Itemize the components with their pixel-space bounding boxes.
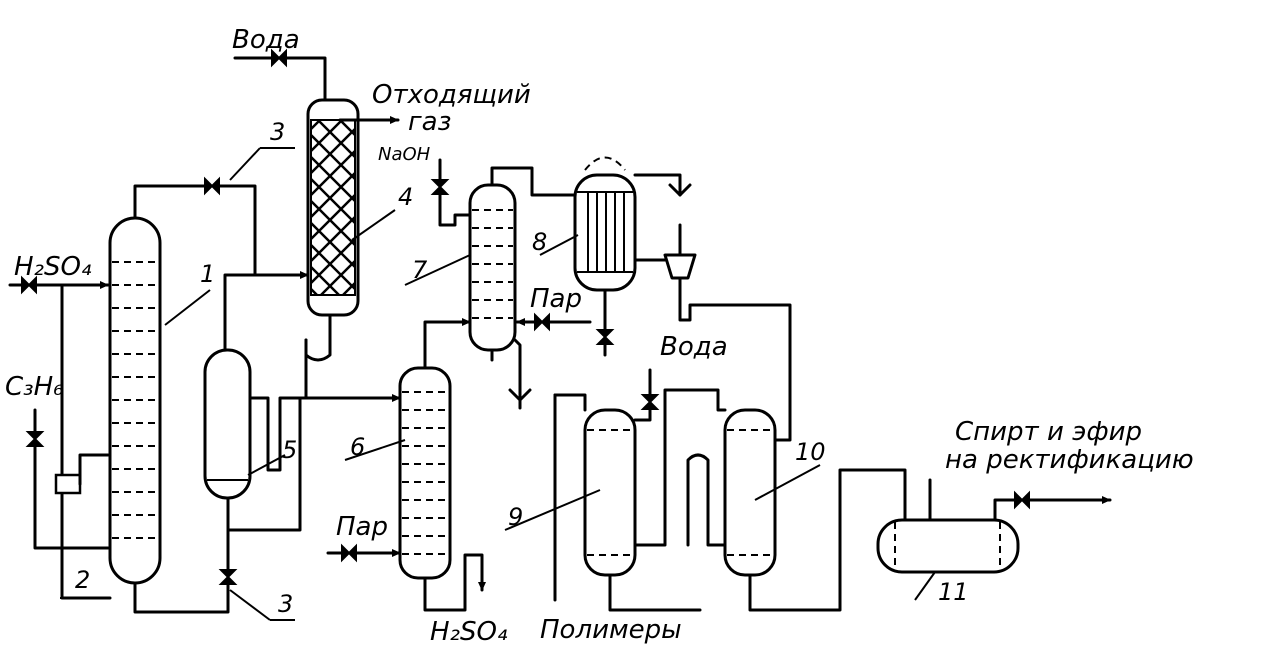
valve-h2so4: [21, 275, 37, 295]
label-naoh: NaOH: [378, 144, 431, 165]
valve-steam-7: [534, 312, 550, 332]
label-steam-6: Пар: [336, 512, 388, 542]
valve-naoh: [430, 179, 450, 195]
label-water-top: Вода: [232, 25, 300, 55]
label-product-2: на ректификацию: [945, 445, 1194, 475]
valve-c3h6: [25, 431, 45, 447]
number-1: 1: [200, 260, 215, 288]
condenser-8: [573, 156, 637, 292]
number-10: 10: [795, 438, 826, 466]
number-11: 11: [938, 578, 969, 606]
number-7: 7: [412, 256, 428, 284]
number-9: 9: [508, 503, 523, 531]
stripping-column-6: [398, 366, 452, 580]
valve-water-8: [595, 329, 615, 345]
label-h2so4-out: H₂SO₄: [430, 617, 508, 647]
number-2: 2: [75, 566, 90, 594]
equipment-numbers: 1 2 3 3 4 5 6 7 8 9 10 11: [75, 118, 969, 618]
valves: [21, 48, 1030, 585]
number-5: 5: [282, 436, 297, 464]
label-offgas-1: Отходящий: [372, 80, 531, 110]
phase-separator-funnel: [663, 253, 697, 297]
valve-product: [1014, 490, 1030, 510]
absorber-column-1: [108, 216, 162, 585]
number-4: 4: [398, 183, 413, 211]
valve-water-9: [640, 394, 660, 410]
label-steam-7: Пар: [530, 284, 582, 314]
number-3-top: 3: [270, 118, 285, 146]
label-product-1: Спирт и эфир: [955, 417, 1142, 447]
label-offgas-2: газ: [408, 107, 451, 137]
label-polymers: Полимеры: [540, 615, 682, 645]
label-water-mid: Вода: [660, 332, 728, 362]
labels: Вода Отходящий газ NaOH H₂SO₄ C₃H₆ Пар П…: [5, 25, 1194, 647]
storage-tank-11: [876, 518, 1020, 574]
valve-3-bottom: [218, 569, 238, 585]
number-6: 6: [350, 433, 365, 461]
separator-5: [203, 348, 252, 500]
pipelines: [8, 56, 1112, 621]
label-h2so4-in: H₂SO₄: [14, 252, 92, 282]
distillation-column-7: [468, 183, 517, 352]
number-3-bottom: 3: [278, 590, 293, 618]
number-8: 8: [532, 228, 547, 256]
valve-water-top: [271, 48, 287, 68]
label-c3h6: C₃H₆: [5, 372, 64, 402]
valve-steam-6: [341, 543, 357, 563]
scrubber-column-4: [306, 98, 360, 317]
valve-3-top: [204, 176, 220, 196]
